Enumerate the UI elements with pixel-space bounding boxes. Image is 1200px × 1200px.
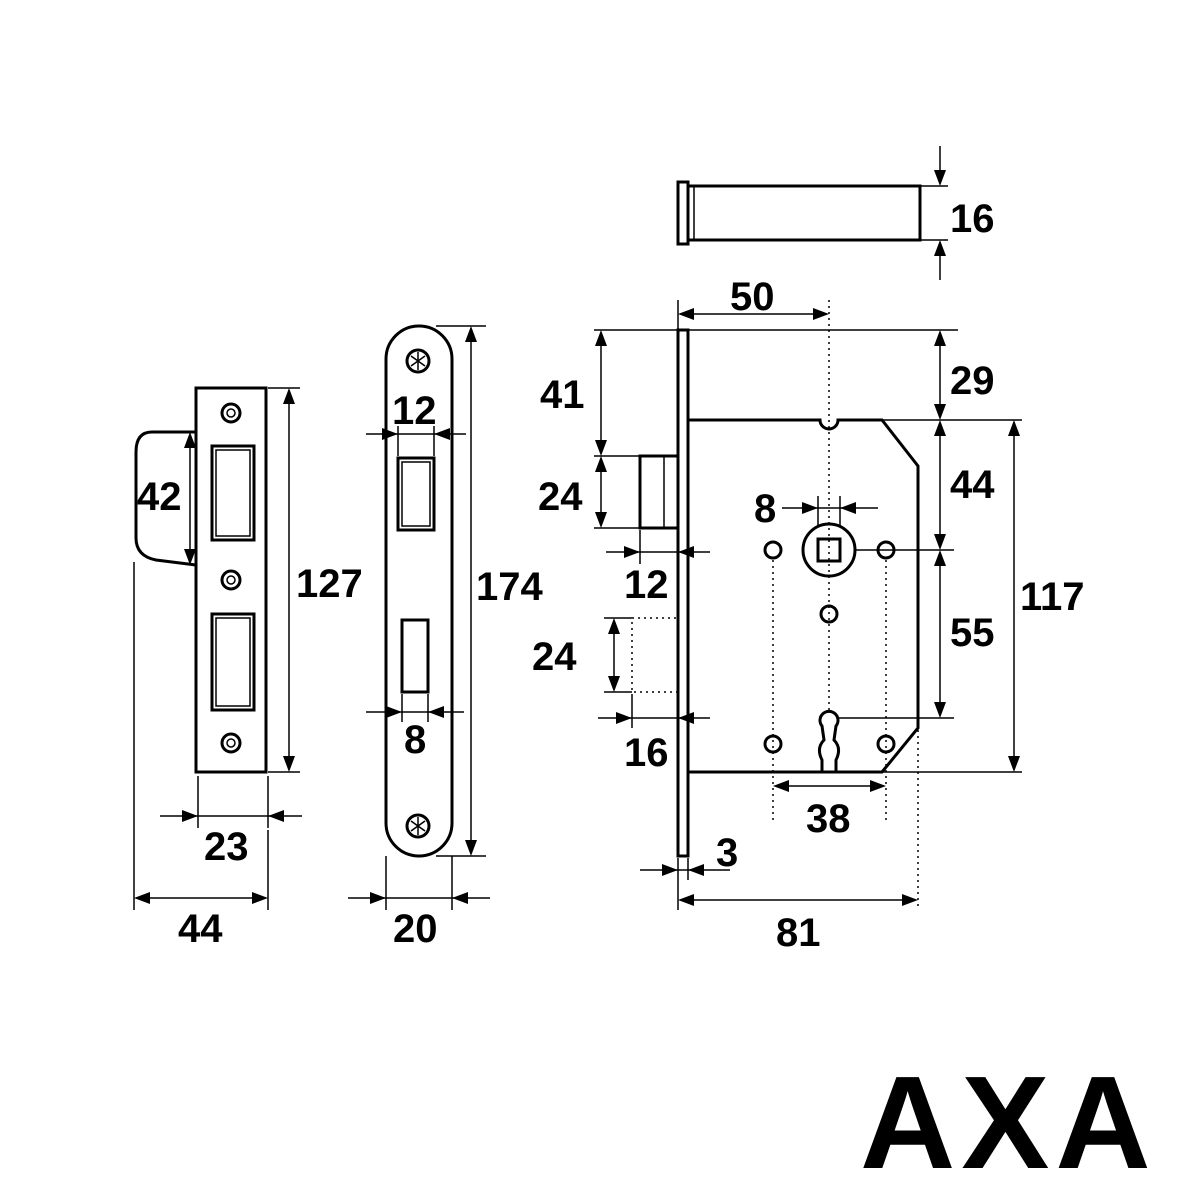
bolt-diameter-label: 16 — [950, 197, 995, 241]
latch-projection-label: 12 — [624, 563, 669, 607]
strike-lip-label: 42 — [137, 475, 182, 519]
axa-logo: AXA — [860, 1049, 1157, 1196]
lock-dimensions — [594, 300, 1022, 910]
forend-plate — [384, 324, 454, 858]
case-to-follower-label: 44 — [950, 463, 995, 507]
bolt-height-label: 24 — [532, 635, 577, 679]
strike-plate-dimensions — [133, 387, 302, 910]
forend-height-label: 174 — [476, 565, 543, 609]
case-height-label: 117 — [1020, 575, 1085, 619]
strike-outer-width-label: 44 — [178, 907, 223, 951]
backset-label: 50 — [730, 275, 775, 319]
depth-label: 81 — [776, 911, 821, 955]
spindle-label: 8 — [754, 487, 776, 531]
forend-thickness-label: 3 — [716, 831, 738, 875]
forend-latch-width-label: 12 — [392, 389, 437, 433]
strike-plate — [134, 386, 268, 774]
fixing-centres-label: 38 — [806, 797, 851, 841]
bolt-projection-label: 16 — [624, 731, 669, 775]
latch-offset-label: 41 — [540, 373, 585, 417]
bottom-screw-icon — [405, 813, 431, 839]
axa-logo-text: AXA — [860, 1049, 1157, 1196]
bolt-cylinder — [676, 146, 948, 280]
strike-height-label: 127 — [296, 562, 363, 606]
latch-height-label: 24 — [538, 475, 583, 519]
centres-label: 55 — [950, 611, 995, 655]
forend-width-label: 20 — [393, 907, 438, 951]
forend-dimensions — [348, 325, 490, 910]
top-offset-label: 29 — [950, 359, 995, 403]
lock-case — [631, 300, 920, 910]
top-screw-icon — [405, 348, 431, 374]
strike-inner-width-label: 23 — [204, 825, 249, 869]
forend-bolt-width-label: 8 — [404, 718, 426, 762]
